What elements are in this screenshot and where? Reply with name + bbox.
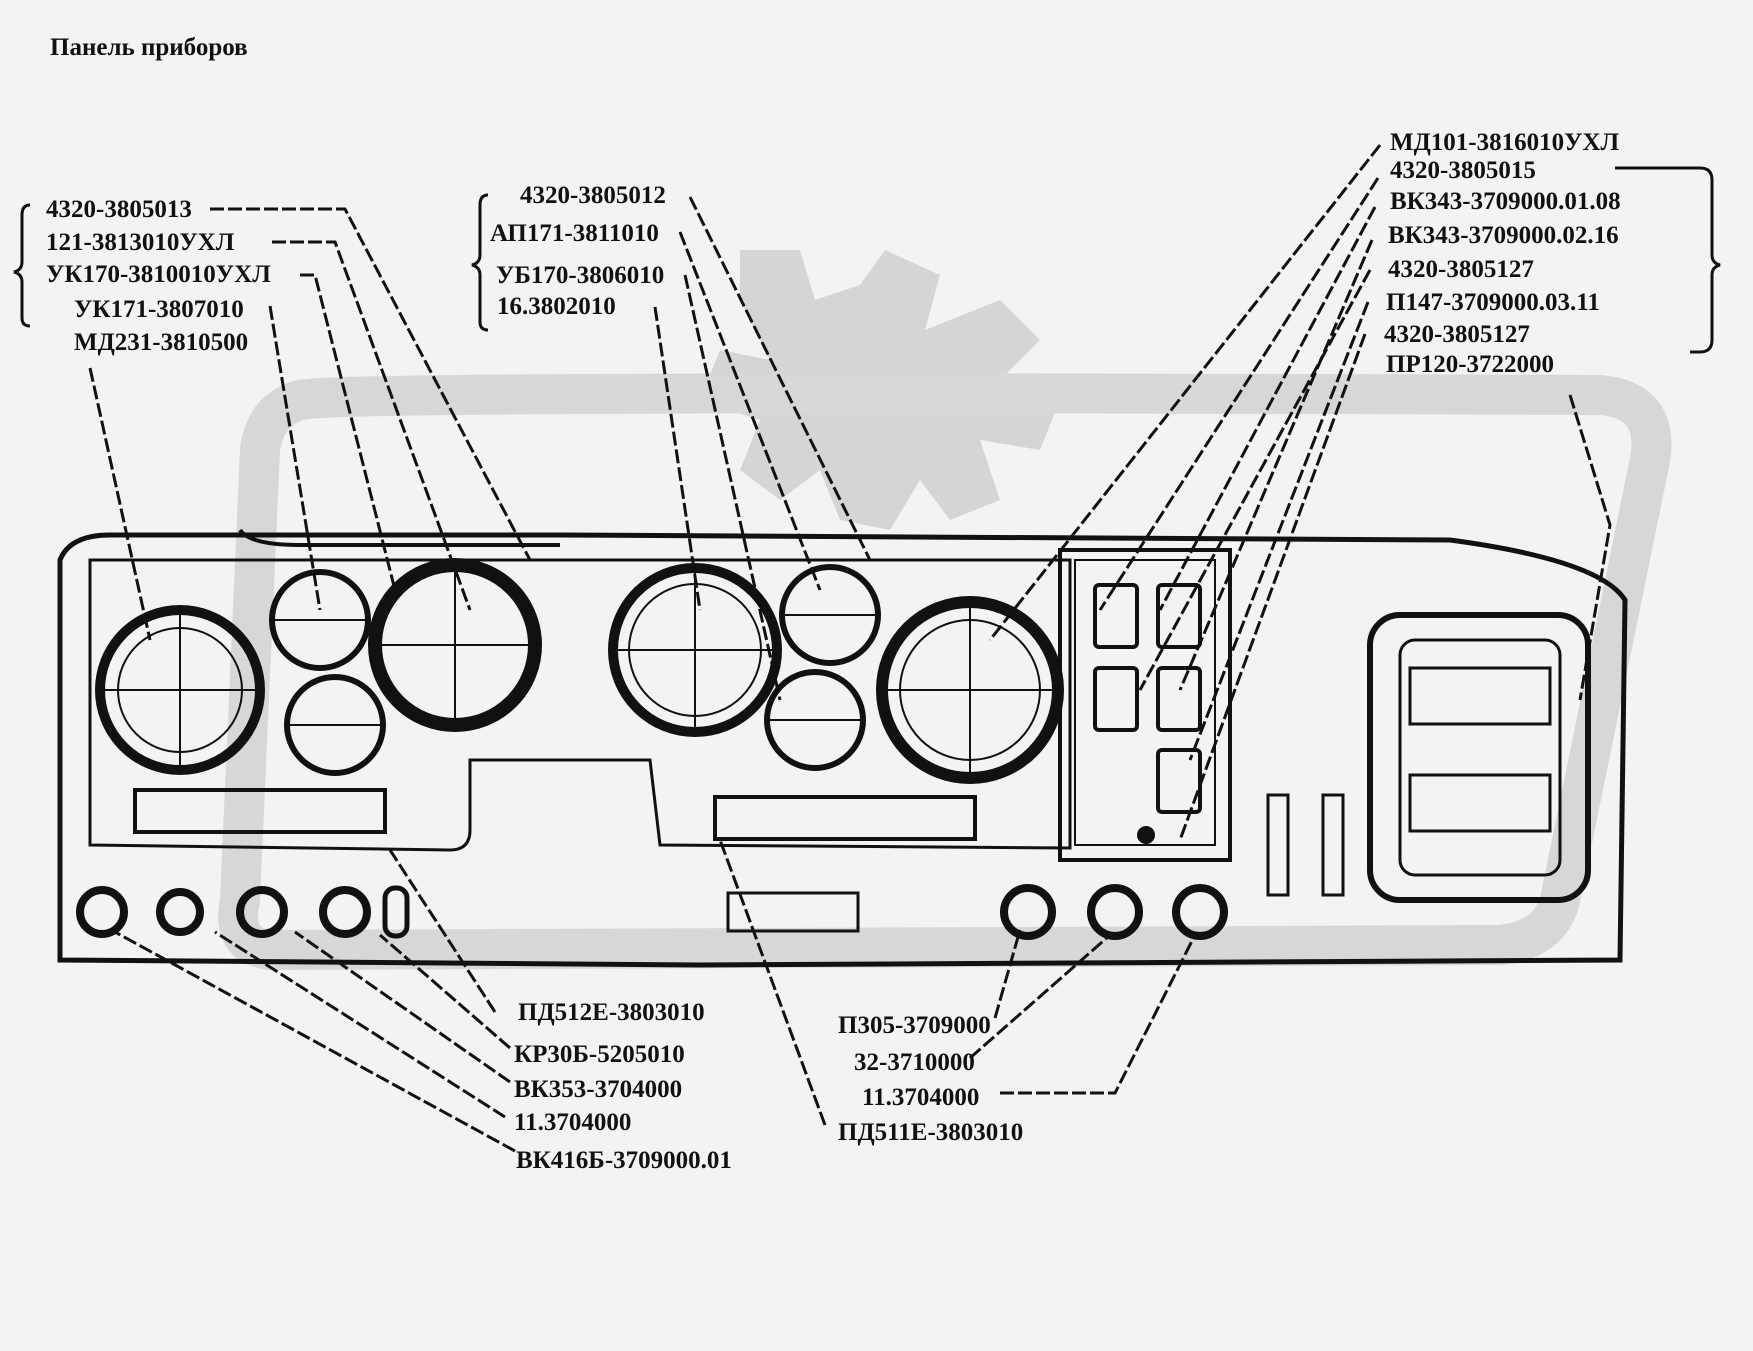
label-ub170: УБ170-3806010 [496, 262, 665, 289]
label-11-3704000-left: 11.3704000 [514, 1109, 632, 1136]
switch-block [1093, 583, 1202, 844]
panel-outline [57, 528, 1628, 968]
label-32-3710000: 32-3710000 [854, 1049, 975, 1076]
label-ap171: АП171-3811010 [490, 220, 659, 247]
label-uk171: УК171-3807010 [74, 296, 244, 323]
key-switch-knob [236, 886, 288, 938]
label-p147: П147-3709000.03.11 [1386, 289, 1600, 316]
bottom-controls [76, 884, 1228, 940]
label-4320-3805015: 4320-3805015 [1390, 157, 1536, 184]
fuse-box [1367, 612, 1591, 903]
crane-valve-knob [319, 886, 371, 938]
label-vk353: ВК353-3704000 [514, 1076, 683, 1103]
hazard-knob [1000, 884, 1056, 940]
label-121-3813010: 121-3813010УХЛ [46, 229, 235, 256]
label-pr120: ПР120-3722000 [1386, 351, 1555, 378]
label-vk343-02-16: ВК343-3709000.02.16 [1388, 222, 1619, 249]
indicator-strips [133, 788, 1345, 933]
heater-knob [1087, 884, 1143, 940]
label-md101: МД101-3816010УХЛ [1390, 129, 1620, 156]
label-16-3802010: 16.3802010 [497, 293, 616, 320]
label-vk416b: ВК416Б-3709000.01 [516, 1147, 732, 1174]
brackets [13, 166, 1721, 354]
label-pd512e: ПД512Е-3803010 [518, 999, 705, 1026]
label-p305: П305-3709000 [838, 1012, 991, 1039]
label-pd511e: ПД511Е-3803010 [838, 1119, 1024, 1146]
switch-knob [156, 888, 204, 936]
label-4320-3805013: 4320-3805013 [46, 196, 192, 223]
page-title: Панель приборов [50, 34, 248, 61]
label-4320-3805127-b: 4320-3805127 [1384, 321, 1530, 348]
label-uk170: УК170-3810010УХЛ [46, 261, 271, 288]
label-4320-3805127-a: 4320-3805127 [1388, 256, 1534, 283]
leader-lines [88, 144, 1612, 1153]
label-vk343-01-08: ВК343-3709000.01.08 [1390, 188, 1621, 215]
label-4320-3805012: 4320-3805012 [520, 182, 666, 209]
button-knob [1172, 884, 1228, 940]
label-md231: МД231-3810500 [74, 329, 249, 356]
label-11-3704000-mid: 11.3704000 [862, 1084, 980, 1111]
socket-knob [76, 886, 128, 938]
label-kr30b: КР30Б-5205010 [514, 1041, 685, 1068]
